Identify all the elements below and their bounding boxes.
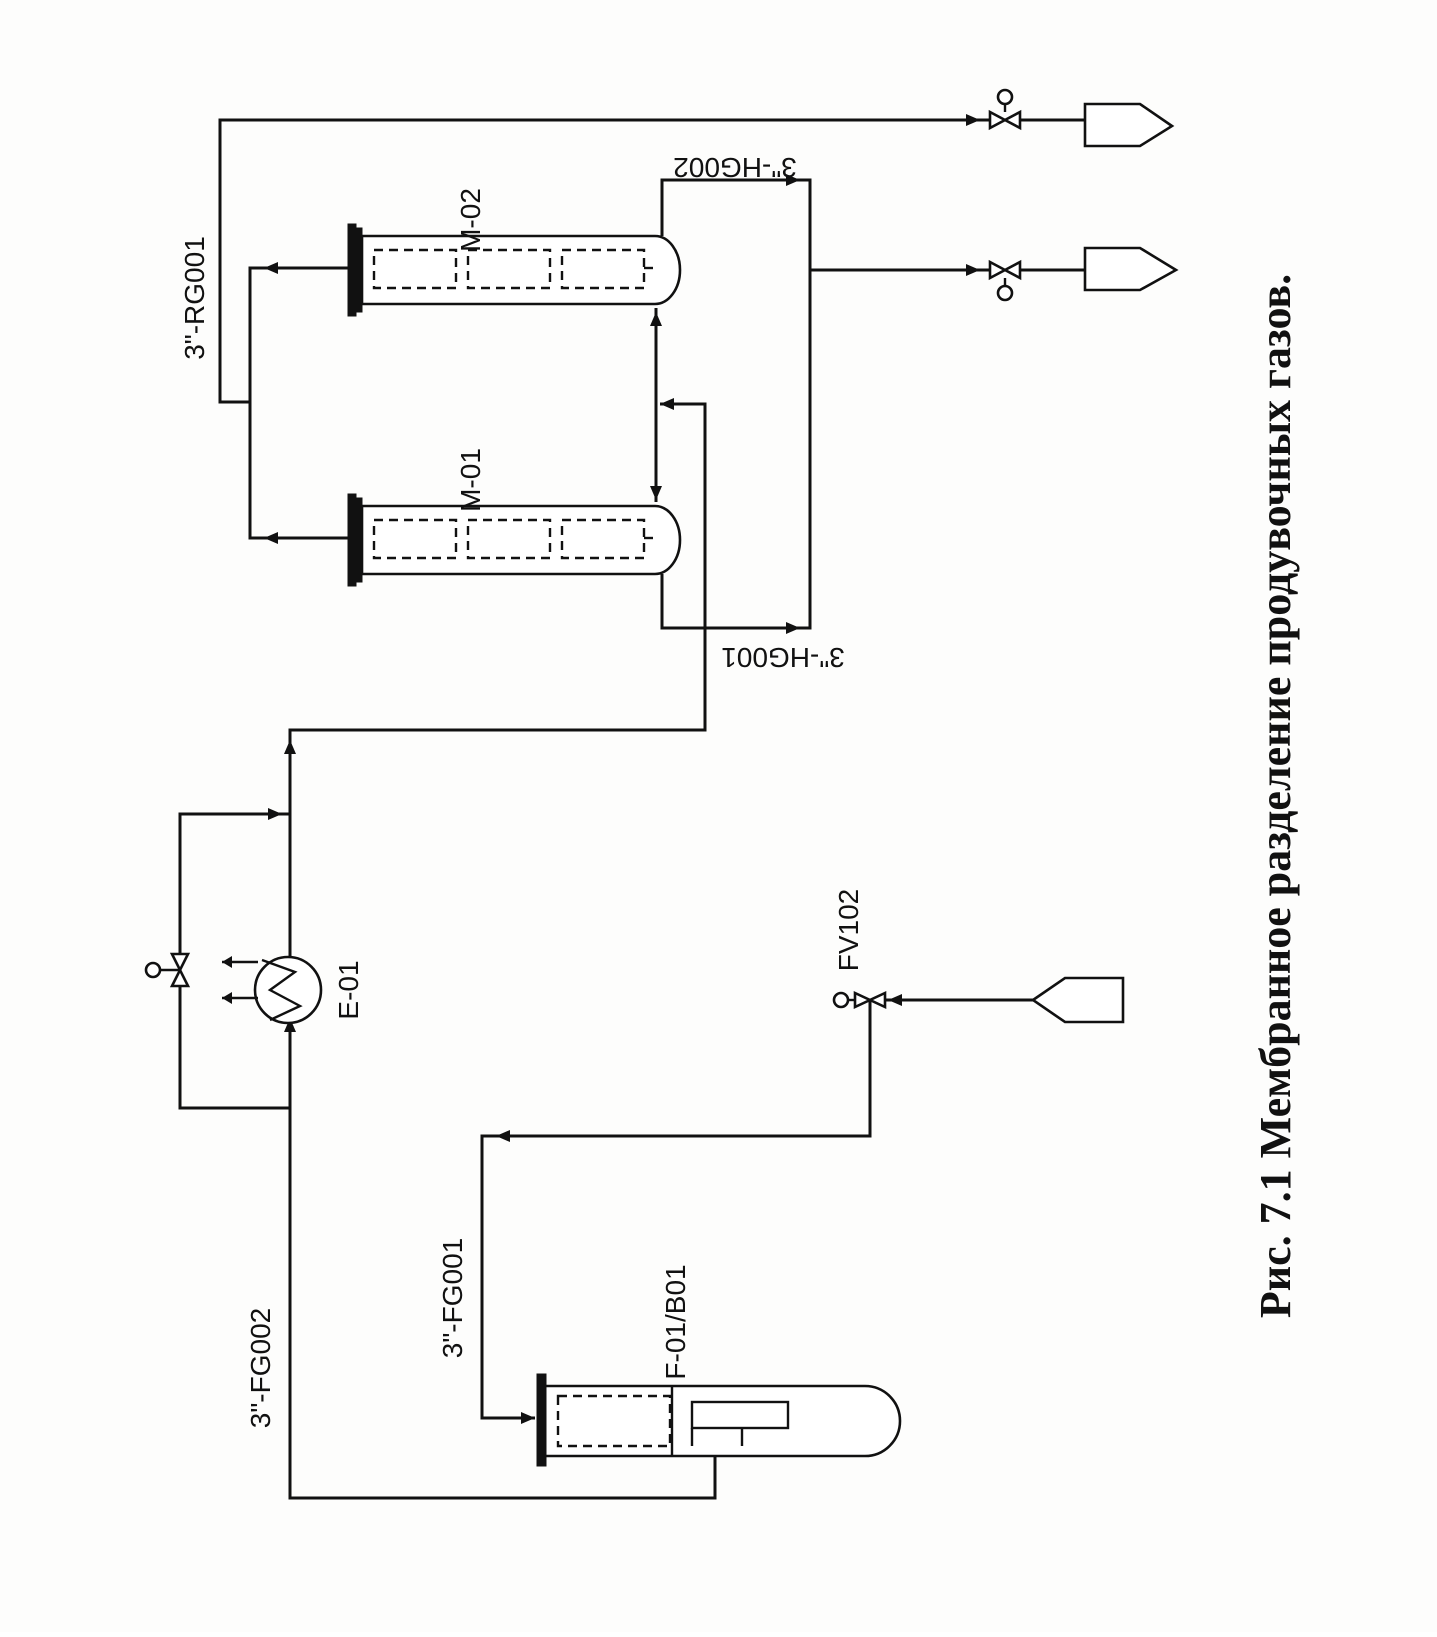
pipe-rg001: [218, 114, 1085, 544]
membrane-m02: [347, 223, 682, 317]
terminal-feed-inlet: [1030, 976, 1125, 1024]
label-e01: E-01: [333, 960, 364, 1019]
valve-rg001-outlet[interactable]: [988, 88, 1022, 131]
pipe-e01-bypass: [178, 808, 290, 1110]
pipe-feed-fv102: [885, 994, 1033, 1006]
valve-e01-bypass[interactable]: [144, 952, 191, 988]
label-fg002: 3"-FG002: [245, 1308, 276, 1428]
label-m01: M-01: [455, 448, 486, 512]
pipe-hg-product: [810, 264, 1085, 276]
label-m02: M-02: [455, 188, 486, 252]
vessel-f01-b01: [536, 1373, 902, 1467]
pipe-hg001: [660, 174, 812, 634]
label-hg001: 3"-HG001: [721, 642, 845, 673]
label-fv102: FV102: [833, 889, 864, 972]
label-fg001: 3"-FG001: [437, 1238, 468, 1358]
membrane-m01: [347, 493, 682, 587]
pipe-fg001: [480, 1000, 872, 1424]
terminal-hg-outlet: [1083, 246, 1179, 292]
label-f01-b01: F-01/B01: [660, 1264, 691, 1379]
valve-fv102[interactable]: [832, 990, 887, 1010]
pipe-m01-m02-link: [650, 308, 662, 502]
heat-exchanger-e01: [222, 955, 323, 1025]
label-hg002: 3"-HG002: [673, 152, 797, 183]
figure-caption: Рис. 7.1 Мембранное разделение продувочн…: [1251, 274, 1300, 1318]
label-rg001: 3"-RG001: [179, 236, 210, 360]
terminal-rg001-outlet: [1083, 102, 1175, 148]
pipe-fg002: [284, 1018, 717, 1500]
pipe-e01-outlet: [284, 398, 707, 960]
valve-hg-outlet[interactable]: [988, 259, 1022, 302]
